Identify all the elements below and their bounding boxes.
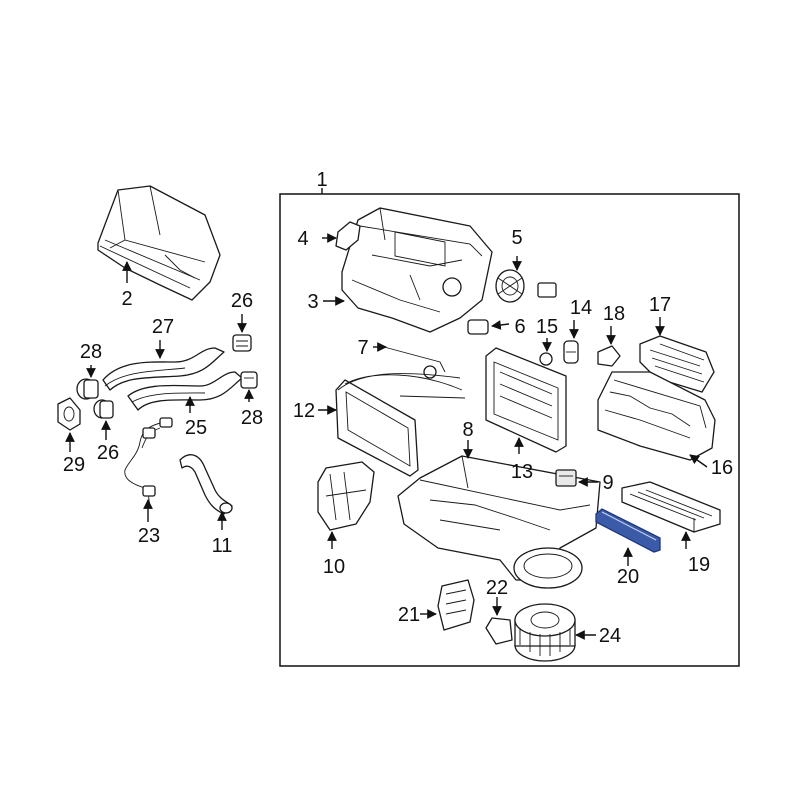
part-29-seal-plate[interactable]: [57, 397, 81, 431]
callout-1: 1: [316, 169, 327, 191]
part-26-grommet-lower[interactable]: [93, 399, 114, 419]
part-8-hvac-case-lower[interactable]: [397, 455, 601, 589]
part-19-cabin-air-filter[interactable]: [621, 481, 721, 533]
part-9-blower-resistor[interactable]: [555, 469, 577, 487]
callout-16: 16: [711, 457, 733, 479]
callout-23: 23: [138, 525, 160, 547]
part-20-filter-cover-highlighted[interactable]: [595, 508, 661, 553]
callout-3: 3: [307, 291, 318, 313]
callout-28-left: 28: [80, 341, 102, 363]
part-28-clip-right[interactable]: [240, 371, 258, 389]
callout-17: 17: [649, 294, 671, 316]
part-10-bracket[interactable]: [317, 461, 375, 531]
part-12-evaporator-core[interactable]: [335, 373, 466, 477]
part-16-blower-case[interactable]: [597, 371, 716, 461]
callout-15: 15: [536, 316, 558, 338]
callout-2: 2: [121, 288, 132, 310]
part-24-blower-motor[interactable]: [514, 603, 576, 662]
part-4-actuator-elbow[interactable]: [335, 221, 361, 251]
part-18-resistor[interactable]: [597, 345, 621, 367]
callout-26-lower: 26: [97, 442, 119, 464]
callout-6: 6: [514, 316, 525, 338]
callout-19: 19: [688, 554, 710, 576]
part-22-mount-bracket[interactable]: [485, 617, 513, 645]
part-11-drain-hose[interactable]: [179, 454, 233, 515]
part-21-control-module[interactable]: [437, 579, 475, 631]
callout-13: 13: [511, 461, 533, 483]
callout-7: 7: [357, 337, 368, 359]
callout-18: 18: [603, 303, 625, 325]
part-27-upper-hose[interactable]: [102, 347, 225, 391]
callout-27: 27: [152, 316, 174, 338]
part-5-mode-actuator[interactable]: [495, 269, 525, 303]
callout-24: 24: [599, 625, 621, 647]
callout-28-right: 28: [241, 407, 263, 429]
part-26-clip-upper[interactable]: [232, 334, 252, 352]
part-13-heater-core[interactable]: [485, 347, 567, 453]
part-23-wire-harness[interactable]: [124, 417, 173, 506]
callout-21: 21: [398, 604, 420, 626]
part-28-grommet-left[interactable]: [76, 378, 99, 400]
callout-12: 12: [293, 400, 315, 422]
callout-14: 14: [570, 297, 592, 319]
callout-4: 4: [297, 228, 308, 250]
callout-9: 9: [602, 472, 613, 494]
callout-8: 8: [462, 419, 473, 441]
callout-26-upper: 26: [231, 290, 253, 312]
callout-11: 11: [212, 535, 233, 557]
assembly-frame: [279, 193, 740, 667]
part-3-hvac-case-upper[interactable]: [341, 207, 493, 333]
part-15-clip[interactable]: [539, 352, 553, 366]
callout-22: 22: [486, 577, 508, 599]
part-14-sensor[interactable]: [563, 340, 579, 364]
callout-5: 5: [511, 227, 522, 249]
part-2-duct-cover[interactable]: [97, 185, 221, 301]
callout-29: 29: [63, 454, 85, 476]
callout-25: 25: [185, 417, 207, 439]
part-6-sensor-pair[interactable]: [467, 282, 557, 335]
callout-10: 10: [323, 556, 345, 578]
callout-20: 20: [617, 566, 639, 588]
